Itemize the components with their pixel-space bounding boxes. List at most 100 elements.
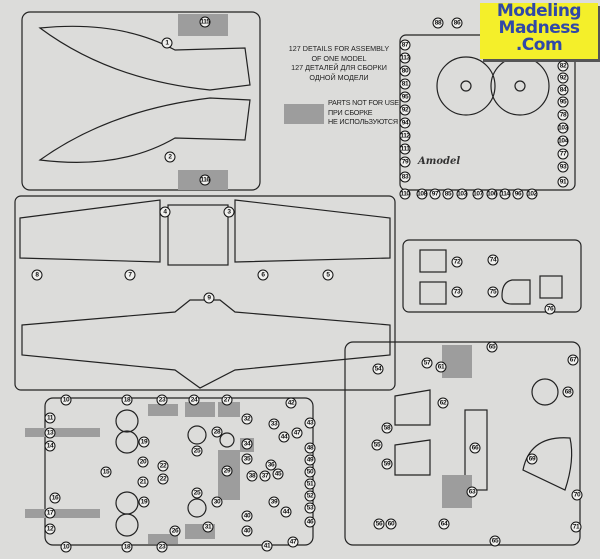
part-callout: 78 — [557, 109, 569, 121]
part-callout: 55 — [371, 439, 383, 451]
part-callout: 44 — [278, 431, 290, 443]
legend-swatch — [284, 104, 324, 124]
part-callout: 59 — [381, 458, 393, 470]
part-callout: 116 — [199, 174, 211, 186]
logo-line2: Madness — [498, 18, 580, 38]
info-en-line2: OF ONE MODEL — [311, 53, 367, 63]
part-callout: 32 — [241, 413, 253, 425]
part-callout: 13 — [44, 427, 56, 439]
part-callout: 81 — [399, 78, 411, 90]
part-callout: 20 — [137, 456, 149, 468]
part-callout: 73 — [451, 286, 463, 298]
part-callout: 9 — [203, 292, 215, 304]
part-callout: 72 — [451, 256, 463, 268]
part-callout: 10 — [60, 394, 72, 406]
part-callout: 84 — [557, 84, 569, 96]
part-callout: 102 — [526, 188, 538, 200]
part-callout: 95 — [557, 96, 569, 108]
part-callout: 35 — [241, 453, 253, 465]
fan-left — [436, 56, 496, 116]
part-callout: 65 — [489, 535, 501, 547]
part-callout: 71 — [570, 521, 582, 533]
part-callout: 94 — [399, 117, 411, 129]
part-callout: 92 — [399, 104, 411, 116]
part-callout: 37 — [259, 470, 271, 482]
fuselage-sprue-frame — [21, 11, 261, 191]
part-callout: 39 — [268, 496, 280, 508]
part-callout: 60 — [385, 518, 397, 530]
part-callout: 57 — [421, 357, 433, 369]
part-callout: 11 — [44, 412, 56, 424]
part-callout: 17 — [44, 507, 56, 519]
part-callout: 38 — [246, 470, 258, 482]
part-callout: 76 — [544, 303, 556, 315]
part-callout: 46 — [304, 516, 316, 528]
info-ru-line2: ОДНОЙ МОДЕЛИ — [309, 72, 369, 82]
part-callout: 70 — [571, 489, 583, 501]
part-callout: 44 — [280, 506, 292, 518]
parts-count-note: 127 DETAILS FOR ASSEMBLY OF ONE MODEL 12… — [280, 44, 398, 82]
part-callout: 45 — [272, 468, 284, 480]
part-callout: 82 — [557, 60, 569, 72]
part-callout: 92 — [557, 72, 569, 84]
part-callout: 4 — [159, 206, 171, 218]
part-callout: 6 — [257, 269, 269, 281]
part-callout: 41 — [261, 540, 273, 552]
part-callout: 47 — [287, 536, 299, 548]
part-callout: 15 — [100, 466, 112, 478]
part-callout: 111 — [399, 143, 411, 155]
part-callout: 14 — [44, 440, 56, 452]
part-callout: 36 — [265, 459, 277, 471]
part-callout: 16 — [49, 492, 61, 504]
part-callout: 53 — [304, 502, 316, 514]
part-callout: 19 — [138, 496, 150, 508]
part-callout: 104 — [557, 135, 569, 147]
part-callout: 19 — [138, 436, 150, 448]
fan-right — [490, 56, 550, 116]
wheels — [115, 409, 235, 537]
part-callout: 42 — [285, 397, 297, 409]
part-callout: 7 — [124, 269, 136, 281]
part-callout: 24 — [188, 394, 200, 406]
wing-sprue-frame — [14, 195, 396, 391]
part-callout: 22 — [157, 460, 169, 472]
part-callout: 88 — [432, 17, 444, 29]
part-callout: 43 — [304, 417, 316, 429]
part-callout: 80 — [399, 65, 411, 77]
logo-line1: Modeling — [496, 1, 582, 21]
fuselage-left-half — [38, 25, 251, 91]
part-callout: 12 — [44, 523, 56, 535]
part-callout: 22 — [157, 473, 169, 485]
part-callout: 28 — [211, 426, 223, 438]
part-callout: 1 — [161, 37, 173, 49]
part-callout: 103 — [456, 188, 468, 200]
part-callout: 26 — [169, 525, 181, 537]
part-callout: 108 — [416, 188, 428, 200]
part-callout: 62 — [437, 397, 449, 409]
part-callout: 31 — [202, 521, 214, 533]
part-callout: 2 — [164, 151, 176, 163]
wing-upper-right — [234, 199, 391, 263]
part-callout: 49 — [304, 454, 316, 466]
part-callout: 27 — [221, 394, 233, 406]
part-callout: 61 — [435, 361, 447, 373]
wing-lower — [21, 299, 391, 389]
part-callout: 79 — [399, 156, 411, 168]
part-callout: 74 — [487, 254, 499, 266]
part-callout: 86 — [451, 17, 463, 29]
part-callout: 112 — [399, 130, 411, 142]
wing-center-section — [167, 204, 229, 266]
part-callout: 107 — [472, 188, 484, 200]
part-callout: 18 — [121, 394, 133, 406]
part-callout: 52 — [304, 490, 316, 502]
part-callout: 77 — [557, 148, 569, 160]
part-callout: 21 — [137, 476, 149, 488]
part-callout: 75 — [487, 286, 499, 298]
part-callout: 85 — [442, 188, 454, 200]
part-callout: 64 — [438, 518, 450, 530]
wing-upper-left — [19, 199, 161, 263]
part-callout: 68 — [562, 386, 574, 398]
site-logo: Modeling Madness .Com — [480, 3, 598, 59]
part-callout: 93 — [557, 161, 569, 173]
part-callout: 25 — [191, 445, 203, 457]
